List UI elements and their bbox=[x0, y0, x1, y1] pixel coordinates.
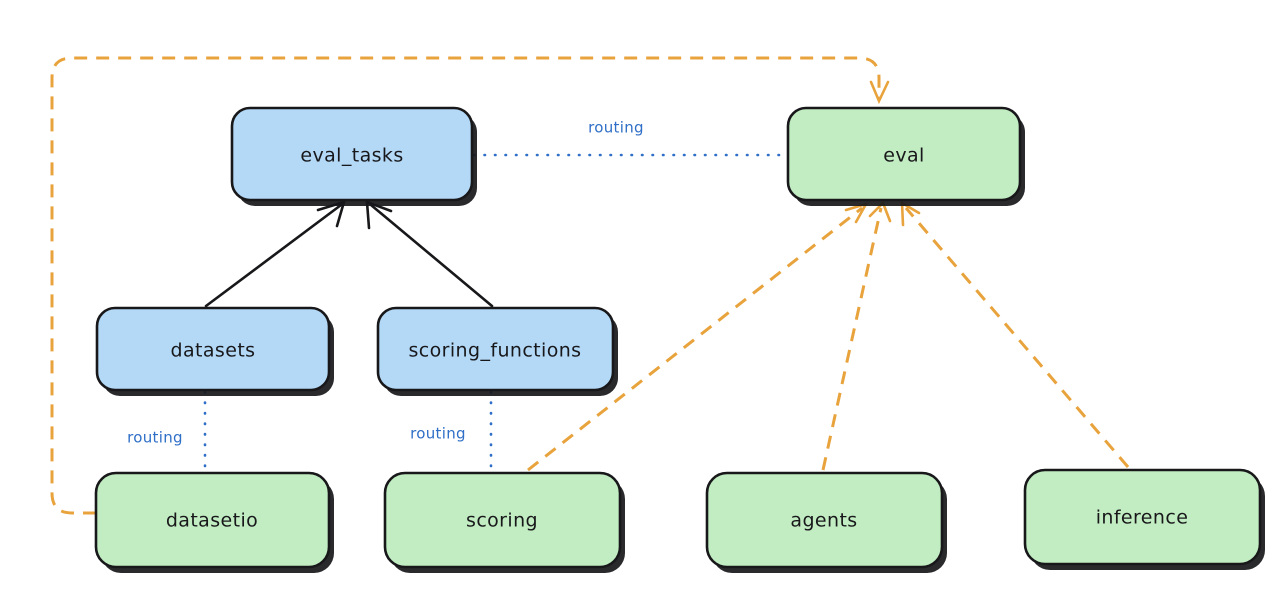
node-eval-tasks-label: eval_tasks bbox=[300, 145, 403, 167]
edge-label-routing-scoring-functions: routing bbox=[410, 425, 466, 443]
node-scoring-functions[interactable]: scoring_functions bbox=[376, 306, 618, 396]
node-datasets-label: datasets bbox=[171, 340, 256, 362]
edge-datasets-datasetio-routing: routing bbox=[127, 390, 207, 475]
node-inference[interactable]: inference bbox=[1023, 468, 1265, 570]
edge-agents-eval bbox=[821, 200, 892, 471]
edge-datasets-eval-tasks bbox=[204, 200, 346, 308]
node-datasetio[interactable]: datasetio bbox=[94, 471, 334, 573]
node-scoring-body bbox=[383, 471, 622, 569]
node-scoring[interactable]: scoring bbox=[383, 471, 625, 573]
edge-scoring-functions-scoring-routing: routing bbox=[410, 390, 493, 475]
node-eval-body bbox=[786, 106, 1022, 202]
edge-scoring-functions-eval-tasks bbox=[365, 200, 494, 308]
node-agents-label: agents bbox=[790, 510, 857, 532]
edge-label-routing-eval-tasks: routing bbox=[588, 119, 644, 137]
edge-label-routing-datasets: routing bbox=[127, 429, 183, 447]
node-eval-tasks-body bbox=[230, 106, 474, 202]
node-eval-label: eval bbox=[883, 145, 924, 167]
node-datasets-body bbox=[95, 306, 331, 392]
node-agents-body bbox=[705, 471, 944, 569]
node-eval-tasks[interactable]: eval_tasks bbox=[230, 106, 477, 206]
node-eval[interactable]: eval bbox=[786, 106, 1025, 206]
edge-inference-eval bbox=[900, 200, 1130, 468]
node-scoring-label: scoring bbox=[466, 510, 538, 532]
node-datasets[interactable]: datasets bbox=[95, 306, 334, 396]
node-inference-label: inference bbox=[1096, 507, 1189, 529]
node-scoring-functions-label: scoring_functions bbox=[409, 340, 582, 362]
node-datasetio-body bbox=[94, 471, 331, 569]
edge-eval-tasks-eval-routing: routing bbox=[472, 119, 788, 157]
node-scoring-functions-body bbox=[376, 306, 615, 392]
node-inference-body bbox=[1023, 468, 1262, 566]
node-agents[interactable]: agents bbox=[705, 471, 947, 573]
node-datasetio-label: datasetio bbox=[166, 510, 258, 532]
edge-datasetio-eval bbox=[50, 56, 890, 515]
